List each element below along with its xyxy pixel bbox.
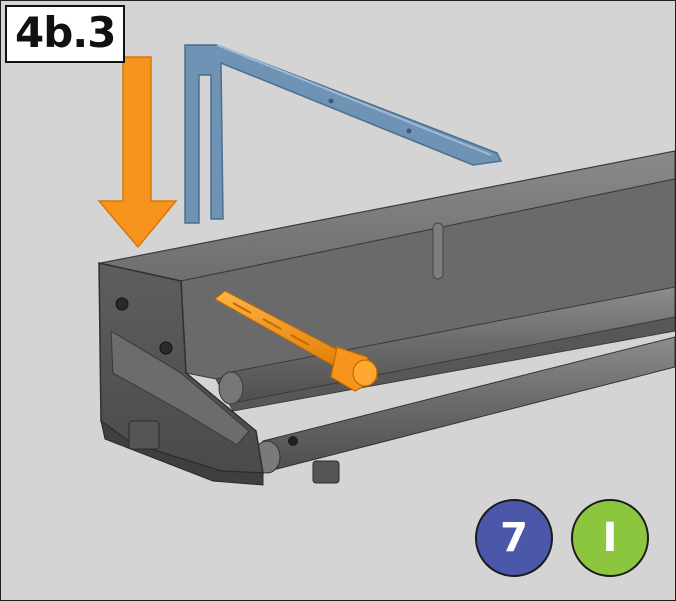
- arrow-down-icon: [97, 56, 178, 249]
- rail-frame: [98, 150, 675, 486]
- bracket-part: [184, 44, 503, 224]
- step-number-label: 4b.3: [5, 5, 126, 63]
- part-code-badge: I: [571, 499, 649, 577]
- bolt-part: [214, 290, 378, 392]
- quantity-badge: 7: [475, 499, 553, 577]
